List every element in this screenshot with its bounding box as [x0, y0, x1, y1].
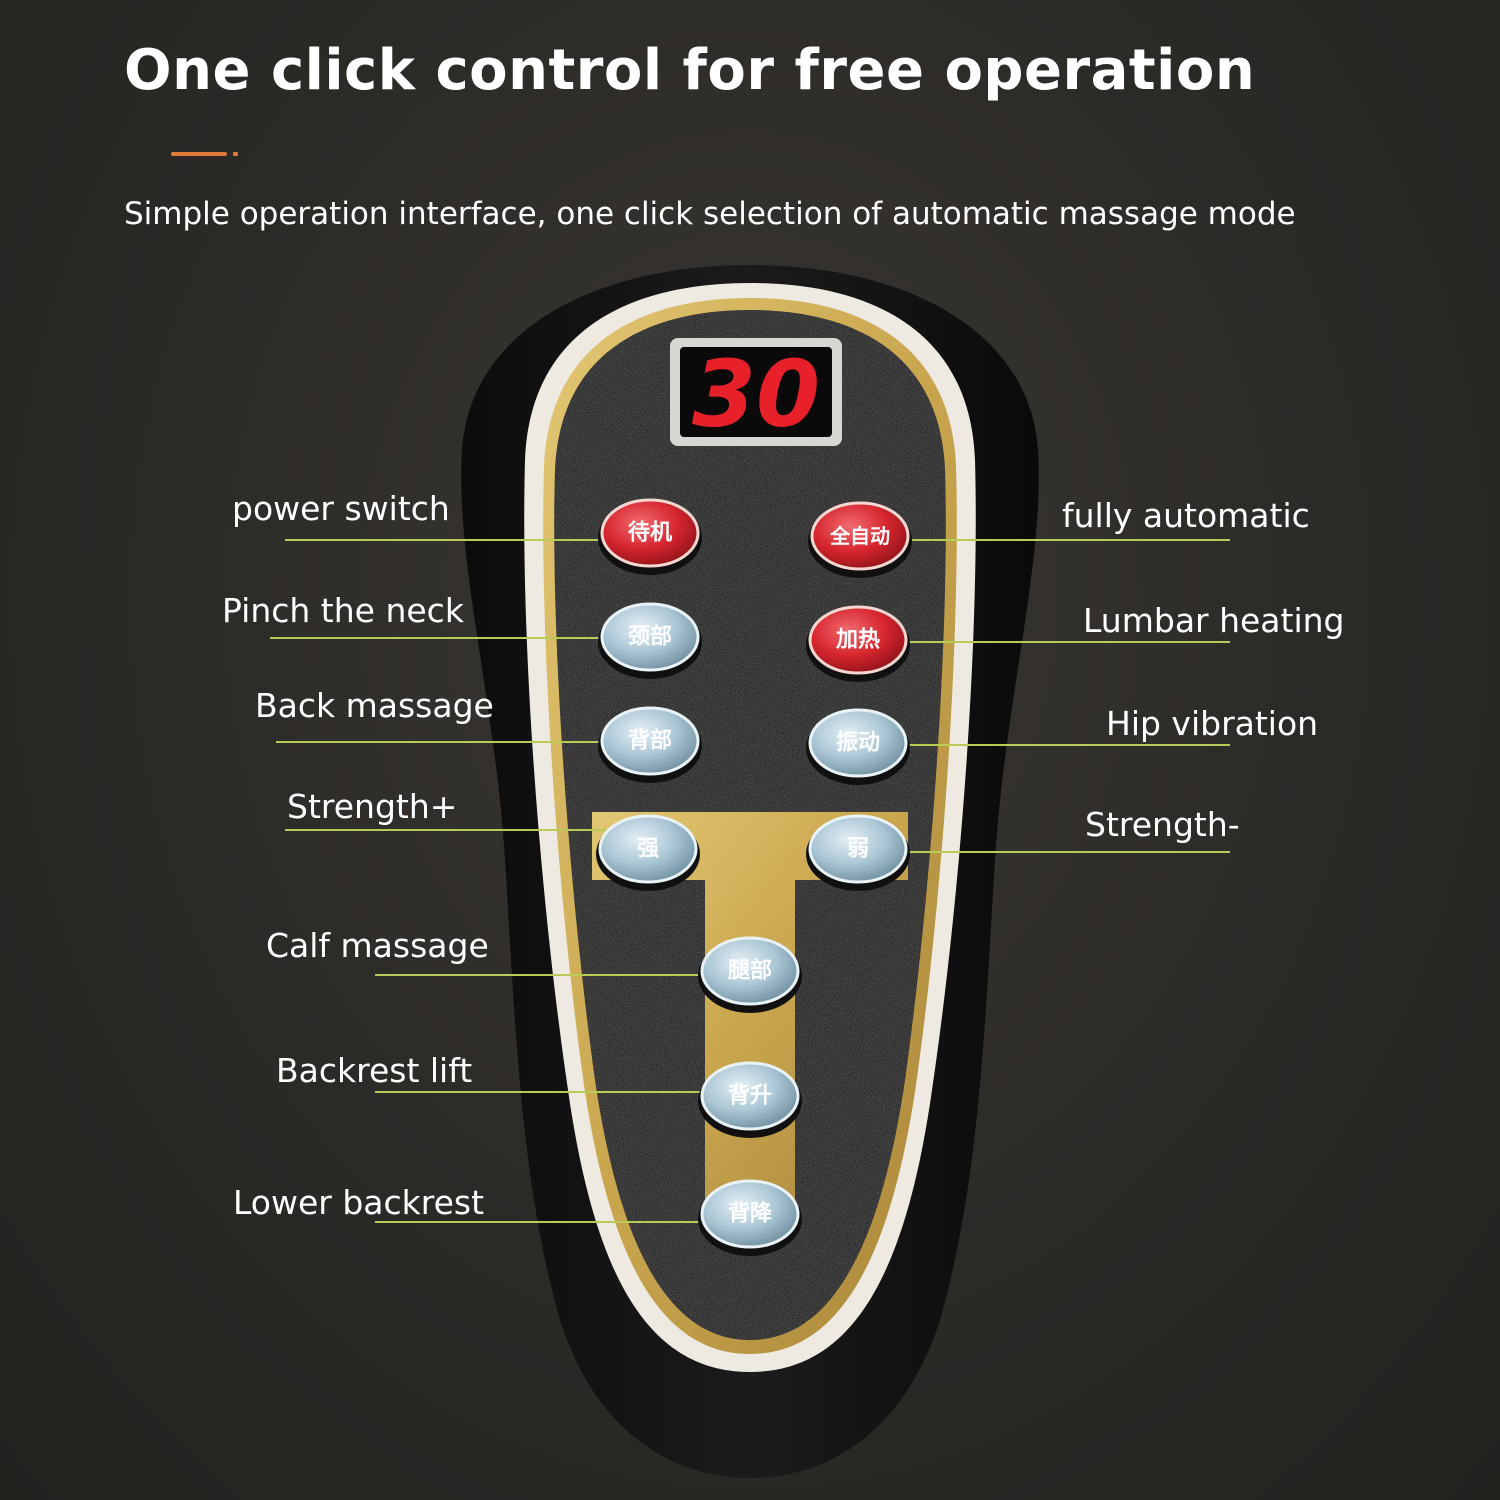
standby-button[interactable]: 待机: [598, 498, 702, 575]
back-down-button-label: 背降: [728, 1202, 773, 1227]
neck-button[interactable]: 颈部: [598, 602, 702, 679]
callout-strength-minus: Strength-: [1085, 805, 1240, 844]
auto-button[interactable]: 全自动: [808, 501, 912, 578]
page-subtitle: Simple operation interface, one click se…: [124, 196, 1296, 232]
callout-calf-massage: Calf massage: [266, 926, 489, 965]
page-title: One click control for free operation: [124, 38, 1256, 103]
callout-backrest-lift: Backrest lift: [276, 1051, 473, 1090]
back-up-button-label: 背升: [728, 1084, 772, 1109]
back-down-button[interactable]: 背降: [698, 1179, 802, 1256]
back-button[interactable]: 背部: [598, 706, 702, 783]
heat-button-label: 加热: [835, 627, 880, 653]
led-display: 30: [670, 338, 842, 448]
callout-lines: [270, 539, 1230, 1223]
remote-panel: [554, 310, 946, 1340]
callout-fully-automatic: fully automatic: [1062, 496, 1310, 535]
callout-power-switch: power switch: [232, 489, 450, 528]
gold-t-shape: [592, 812, 908, 1220]
callout-lumbar-heating: Lumbar heating: [1083, 601, 1345, 640]
vibrate-button[interactable]: 振动: [806, 708, 910, 785]
weak-button-label: 弱: [847, 837, 869, 862]
neck-button-label: 颈部: [628, 624, 672, 650]
vibrate-button-label: 振动: [836, 731, 880, 756]
callout-strength-plus: Strength+: [287, 787, 458, 826]
strong-button-label: 强: [637, 837, 659, 862]
callout-hip-vibration: Hip vibration: [1106, 704, 1319, 743]
auto-button-label: 全自动: [829, 524, 890, 548]
accent-dot: [233, 152, 238, 156]
weak-button[interactable]: 弱: [806, 814, 910, 891]
leg-button[interactable]: 腿部: [698, 936, 802, 1013]
back-up-button[interactable]: 背升: [698, 1061, 802, 1138]
callout-back-massage: Back massage: [255, 686, 494, 725]
display-value: 30: [692, 341, 820, 448]
standby-button-label: 待机: [628, 520, 672, 546]
callout-pinch-neck: Pinch the neck: [222, 591, 464, 630]
accent-bar: [171, 152, 227, 156]
back-button-label: 背部: [628, 728, 672, 754]
strong-button[interactable]: 强: [596, 814, 700, 891]
leg-button-label: 腿部: [728, 958, 772, 984]
callout-lower-backrest: Lower backrest: [233, 1183, 485, 1222]
heat-button[interactable]: 加热: [806, 605, 910, 682]
